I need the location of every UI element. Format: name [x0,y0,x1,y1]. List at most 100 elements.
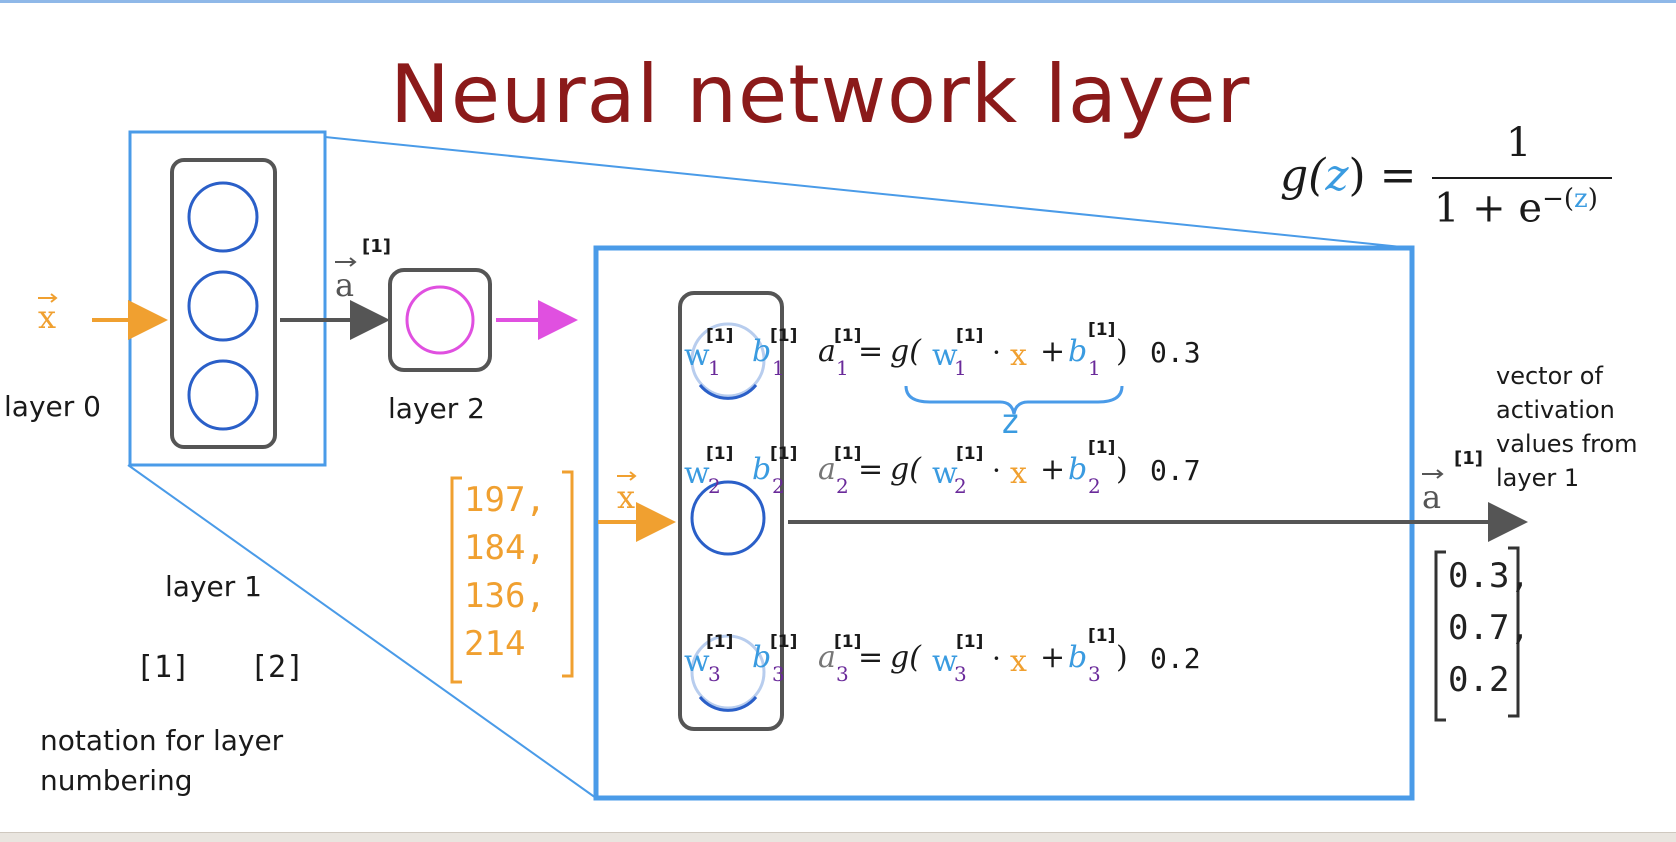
input-vector-bracket-left [450,476,462,684]
weight-w: w [684,644,710,679]
bias-sup: [1] [770,326,798,346]
eq-x: x [1010,338,1027,373]
activation-sub: 2 [836,474,849,498]
g-function: g( [890,452,921,487]
notation-caption-line2: numbering [40,764,193,797]
z-brace [904,385,1124,415]
input-vector-value: 197, [464,480,546,520]
weight-w: w [684,456,710,491]
output-a-vector-arrow [1422,469,1444,479]
bias-b: b [752,334,772,369]
input-vector-value: 214 [464,624,526,664]
dot-product: · [992,454,1001,487]
activation-sub: 3 [836,662,849,686]
output-caption-line: layer 1 [1496,464,1580,492]
eq-b-sub: 1 [1088,356,1101,380]
output-vector-value: 0.3, [1448,556,1530,596]
activation-a: a [818,640,836,675]
weight-sub: 3 [708,662,721,686]
input-x-label: x [38,298,57,336]
output-a-sup: [1] [1454,448,1483,469]
layer1-highlight-box [128,130,327,467]
bias-sup: [1] [770,632,798,652]
layer1-neuron-3 [187,359,259,431]
bottom-bar [0,832,1676,842]
g-function: g( [890,640,921,675]
eq-b-sup: [1] [1088,626,1116,646]
eq-b-sub: 2 [1088,474,1101,498]
weight-sup: [1] [706,632,734,652]
sigmoid-lhs: g(z) = [1280,150,1417,201]
g-function: g( [890,334,921,369]
activation-sup: [1] [362,236,391,257]
notation-bracket-2: [2] [250,650,305,685]
bias-b: b [752,640,772,675]
activation-sub: 1 [836,356,849,380]
bias-sup: [1] [770,444,798,464]
eq-w-sup: [1] [956,326,984,346]
eq-b: b [1068,640,1088,675]
activation-a: a [818,334,836,369]
input-vector-bracket-right [562,470,574,678]
sigmoid-exp-close: ) [1587,184,1598,214]
close-paren: ) [1116,334,1128,369]
bias-sub: 2 [772,474,785,498]
sigmoid-exp-z: z [1574,184,1588,214]
activation-a-label: a [335,266,355,304]
weight-sub: 2 [708,474,721,498]
output-vector-bracket-left [1434,550,1446,722]
eq-b: b [1068,452,1088,487]
eq-w: w [932,338,958,373]
plus-sign: + [1040,452,1066,487]
sigmoid-denominator: 1 + e−(z) [1434,184,1598,231]
sigmoid-eq: ) = [1348,150,1417,201]
plus-sign: + [1040,640,1066,675]
eq-w: w [932,456,958,491]
output-caption-line: activation [1496,396,1615,424]
equals-sign: = [858,452,884,487]
activation-sup: [1] [834,326,862,346]
sigmoid-numerator: 1 [1506,120,1532,166]
bias-sub: 3 [772,662,785,686]
dot-product: · [992,336,1001,369]
activation-sup: [1] [834,632,862,652]
layer1-neuron-1 [187,181,259,253]
output-vector-value: 0.2 [1448,660,1510,700]
zoomed-layer-container [678,291,784,731]
plus-sign: + [1040,334,1066,369]
activation-value: 0.3 [1150,336,1201,369]
activation-sup: [1] [834,444,862,464]
eq-b-sup: [1] [1088,320,1116,340]
eq-w-sub: 1 [954,356,967,380]
eq-x: x [1010,456,1027,491]
close-paren: ) [1116,640,1128,675]
output-a-label: a [1422,478,1442,516]
x-vector-arrow [38,293,58,303]
weight-sub: 1 [708,356,721,380]
activation-value: 0.7 [1150,454,1201,487]
activation-value: 0.2 [1150,642,1201,675]
layer2-neuron [405,285,475,355]
output-caption-line: values from [1496,430,1638,458]
layer1-container [170,158,277,449]
activation-a: a [818,452,836,487]
sigmoid-z: z [1325,150,1349,201]
weight-w: w [684,338,710,373]
layer1-neuron-2 [187,270,259,342]
zoom-line-top [324,136,1413,249]
eq-b-sub: 3 [1088,662,1101,686]
bias-b: b [752,452,772,487]
eq-b-sup: [1] [1088,438,1116,458]
eq-b: b [1068,334,1088,369]
eq-w-sup: [1] [956,444,984,464]
notation-bracket-1: [1] [136,650,191,685]
sigmoid-g: g( [1280,150,1326,201]
close-paren: ) [1116,452,1128,487]
input-vector-value: 136, [464,576,546,616]
z-brace-label: z [1000,402,1021,442]
dot-product: · [992,642,1001,675]
zoom-neuron-1 [690,322,766,398]
eq-x: x [1010,644,1027,679]
equals-sign: = [858,640,884,675]
